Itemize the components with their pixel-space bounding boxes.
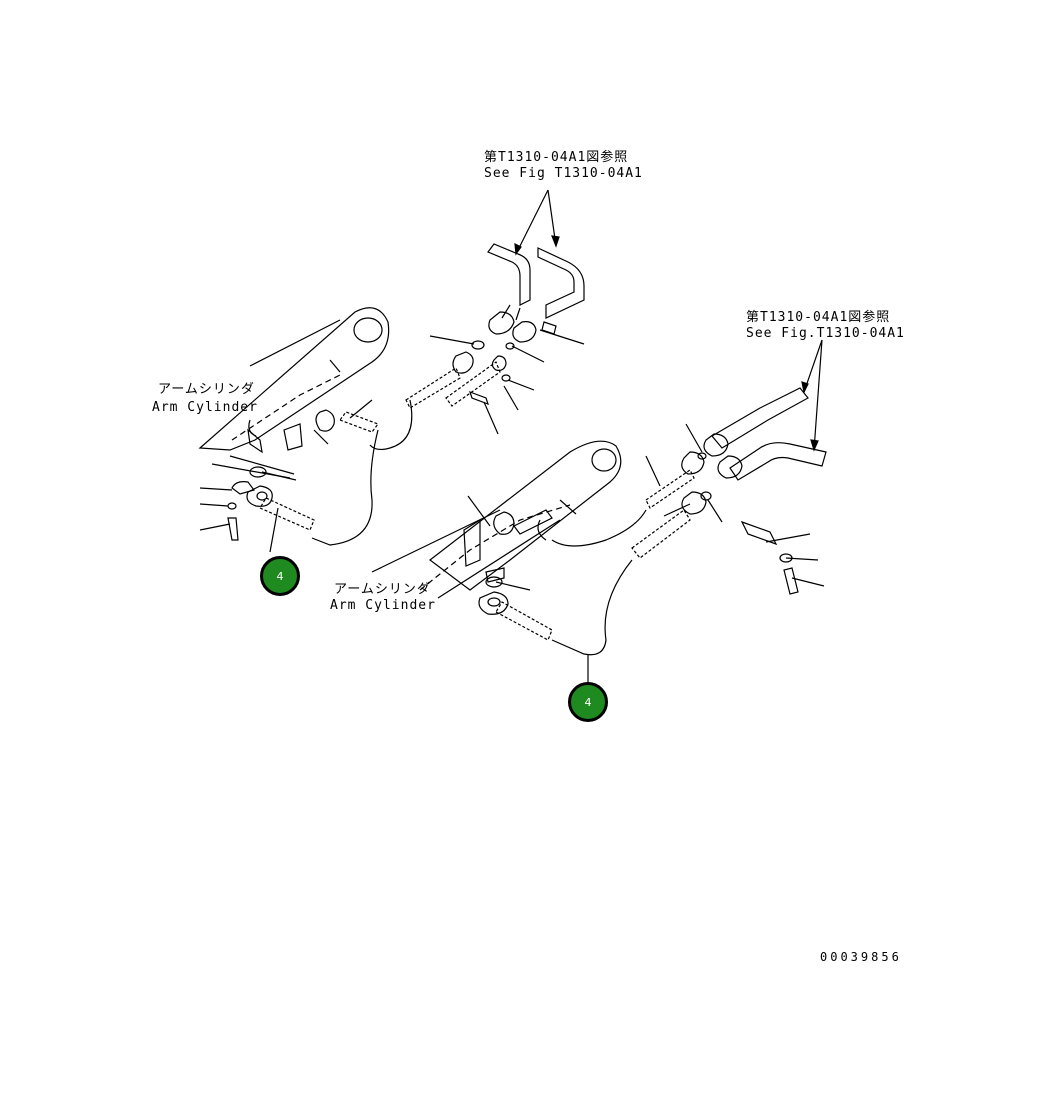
- cylinder-label-center-jp: アームシリンダ: [334, 582, 431, 597]
- cylinder-label-left-en: Arm Cylinder: [152, 400, 258, 415]
- cylinder-label-left-jp: アームシリンダ: [158, 382, 255, 397]
- cylinder-label-center-en: Arm Cylinder: [330, 598, 436, 613]
- reference-arrows-top: [515, 190, 559, 254]
- leader-lines-left: [200, 320, 584, 552]
- leader-lines-center: [372, 424, 824, 690]
- ref-label-right-en: See Fig.T1310-04A1: [746, 326, 905, 341]
- ref-label-top-jp: 第T1310-04A1図参照: [484, 150, 629, 165]
- reference-pipes-top: [488, 244, 584, 320]
- ref-label-right-jp: 第T1310-04A1図参照: [746, 310, 891, 325]
- reference-pipes-right: [712, 388, 826, 480]
- ref-label-top-en: See Fig T1310-04A1: [484, 166, 643, 181]
- hose-center: [479, 434, 798, 655]
- reference-arrows-right: [802, 340, 822, 450]
- part-number-badge[interactable]: 4: [260, 556, 300, 596]
- drawing-number: 00039856: [820, 950, 902, 964]
- hose-left: [228, 312, 556, 545]
- part-number-badge[interactable]: 4: [568, 682, 608, 722]
- arm-cylinder-center: [420, 441, 621, 590]
